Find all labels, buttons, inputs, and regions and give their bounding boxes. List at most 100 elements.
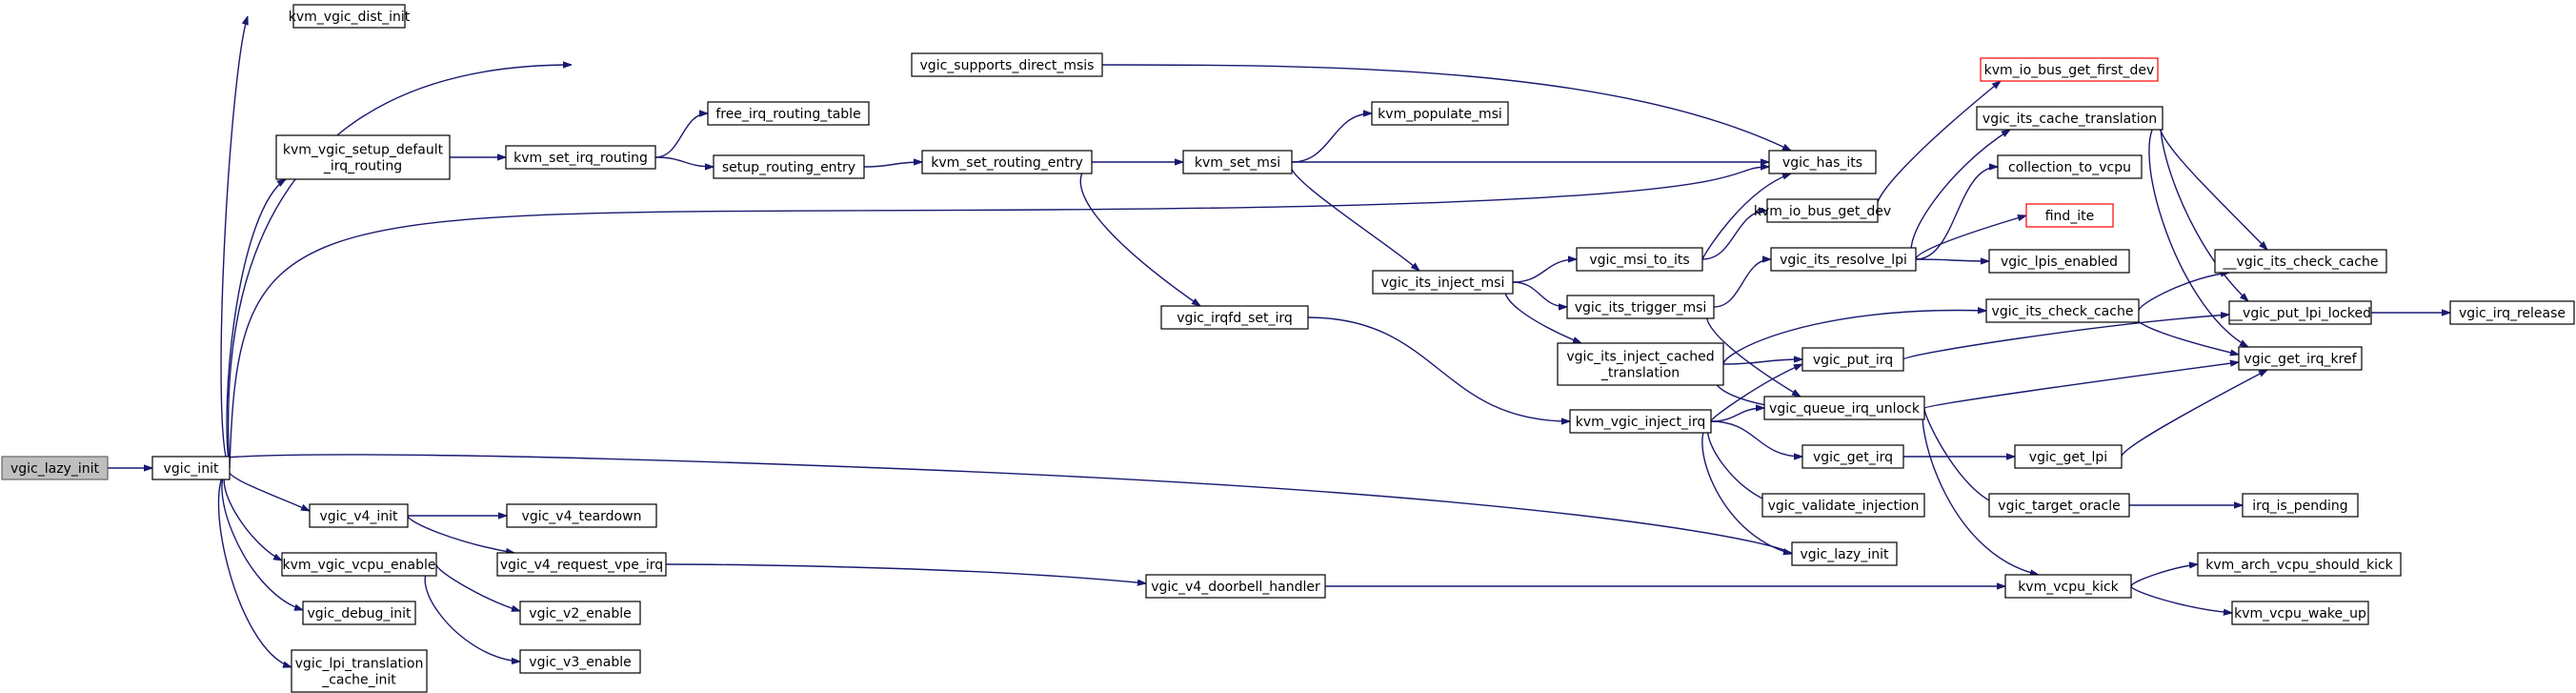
node-box <box>275 134 451 180</box>
edge-vgic_its_inject_cached_translation-to-vgic_put_irq <box>1722 359 1802 365</box>
node-vgic-lpis-enabled[interactable]: vgic_lpis_enabled <box>1988 249 2130 274</box>
edge-kvm_set_irq_routing-to-free_irq_routing_table <box>654 113 709 158</box>
edge-kvm_set_msi-to-kvm_populate_msi <box>1291 113 1372 163</box>
node-vgic-its-resolve-lpi[interactable]: vgic_its_resolve_lpi <box>1770 247 1917 272</box>
node-kvm-set-routing-entry[interactable]: kvm_set_routing_entry <box>921 150 1093 174</box>
node-vgic-init[interactable]: vgic_init <box>151 456 231 480</box>
node-kvm-io-bus-get-first-dev[interactable]: kvm_io_bus_get_first_dev <box>1980 57 2159 82</box>
node-box <box>1557 342 1724 386</box>
node-vgic-get-irq-kref[interactable]: vgic_get_irq_kref <box>2238 346 2363 371</box>
node-collection-to-vcpu[interactable]: collection_to_vcpu <box>1997 154 2143 179</box>
node-box <box>506 503 657 528</box>
node-kvm-vgic-setup-default-irq-routing[interactable]: kvm_vgic_setup_default_irq_routing <box>275 134 451 180</box>
node-label: irq_is_pending <box>2252 499 2347 514</box>
edge-vgic_init-to-kvm_vgic_dist_init <box>220 16 248 469</box>
edge-vgic_its_check_cache-to-vgic_its_check_cache_inner <box>2138 273 2229 312</box>
node-vgic-its-check-cache-inner[interactable]: __vgic_its_check_cache <box>2214 249 2387 274</box>
edge-vgic_get_lpi-to-vgic_get_irq_kref <box>2121 370 2267 458</box>
node-vgic-irq-release[interactable]: vgic_irq_release <box>2449 300 2575 325</box>
node-label: _translation <box>1600 366 1680 381</box>
node-vgic-debug-init[interactable]: vgic_debug_init <box>302 601 416 625</box>
node-box <box>1372 270 1514 295</box>
node-kvm-set-irq-routing[interactable]: kvm_set_irq_routing <box>505 145 656 170</box>
node-label: kvm_vcpu_wake_up <box>2234 606 2366 622</box>
node-box <box>911 52 1103 77</box>
node-layer: vgic_lazy_init vgic_init kvm_vgic_dist_ini… <box>1 4 2575 693</box>
node-label: _cache_init <box>321 673 396 688</box>
node-label: kvm_vgic_vcpu_enable <box>283 558 436 573</box>
node-kvm-vcpu-kick[interactable]: kvm_vcpu_kick <box>2004 574 2132 599</box>
node-box <box>1980 57 2159 82</box>
node-vgic-msi-to-its[interactable]: vgic_msi_to_its <box>1576 247 1703 272</box>
node-label: kvm_set_routing_entry <box>931 155 1082 171</box>
node-free-irq-routing-table[interactable]: free_irq_routing_table <box>707 101 870 126</box>
edge-vgic_init-to-vgic_lpi_translation_cache_init <box>217 467 292 668</box>
node-vgic-get-irq[interactable]: vgic_get_irq <box>1801 444 1904 469</box>
edge-vgic_init-to-kvm_vgic_setup_default_irq_routing <box>226 179 286 469</box>
node-box <box>921 150 1093 174</box>
node-kvm-io-bus-get-dev[interactable]: kvm_io_bus_get_dev <box>1754 198 1891 223</box>
edge-vgic_v4_init-to-vgic_v4_request_vpe_irq <box>407 515 514 553</box>
node-kvm-vgic-inject-irq[interactable]: kvm_vgic_inject_irq <box>1569 409 1712 434</box>
node-vgic-lpi-translation-cache-init[interactable]: vgic_lpi_translation_cache_init <box>291 649 428 693</box>
node-kvm-set-msi[interactable]: kvm_set_msi <box>1182 150 1293 174</box>
node-box <box>707 101 870 126</box>
node-kvm-populate-msi[interactable]: kvm_populate_msi <box>1371 101 1509 126</box>
node-vgic-put-irq[interactable]: vgic_put_irq <box>1801 347 1904 372</box>
node-vgic-its-inject-cached-translation[interactable]: vgic_its_inject_cached_translation <box>1557 342 1724 386</box>
edge-kvm_vcpu_kick-to-kvm_arch_vcpu_should_kick <box>2130 564 2198 587</box>
node-vgic-supports-direct-msis[interactable]: vgic_supports_direct_msis <box>911 52 1103 77</box>
node-vgic-v2-enable[interactable]: vgic_v2_enable <box>519 601 641 625</box>
node-vgic-its-check-cache[interactable]: vgic_its_check_cache <box>1985 298 2140 323</box>
node-box <box>292 4 406 29</box>
node-irq-is-pending[interactable]: irq_is_pending <box>2242 493 2359 518</box>
node-setup-routing-entry[interactable]: setup_routing_entry <box>713 154 865 179</box>
node-label: vgic_get_lpi <box>2029 450 2107 465</box>
node-vgic-put-lpi-locked[interactable]: __vgic_put_lpi_locked <box>2228 300 2372 325</box>
node-vgic-has-its[interactable]: vgic_has_its <box>1768 150 1877 174</box>
node-box <box>302 601 416 625</box>
node-vgic-irqfd-set-irq[interactable]: vgic_irqfd_set_irq <box>1160 305 1309 330</box>
node-label: vgic_debug_init <box>307 606 412 622</box>
edge-vgic_init-to-vgic_supports_direct_msis <box>227 65 572 469</box>
node-box <box>2214 249 2387 274</box>
node-vgic-queue-irq-unlock[interactable]: vgic_queue_irq_unlock <box>1763 396 1925 420</box>
node-vgic-validate-injection[interactable]: vgic_validate_injection <box>1761 493 1925 518</box>
node-vgic-v4-teardown[interactable]: vgic_v4_teardown <box>506 503 657 528</box>
node-vgic-v4-init[interactable]: vgic_v4_init <box>309 503 409 528</box>
node-kvm-vgic-dist-init[interactable]: kvm_vgic_dist_init <box>289 4 411 29</box>
edge-kvm_vgic_inject_irq-to-vgic_put_irq <box>1710 363 1802 422</box>
node-kvm-vgic-vcpu-enable[interactable]: kvm_vgic_vcpu_enable <box>281 552 437 577</box>
edge-kvm_io_bus_get_dev-to-kvm_io_bus_get_first_dev <box>1876 81 2001 212</box>
edge-vgic_its_resolve_lpi-to-vgic_its_cache_translation <box>1910 130 2010 260</box>
node-vgic-get-lpi[interactable]: vgic_get_lpi <box>2014 444 2123 469</box>
node-box <box>151 456 231 480</box>
node-vgic-v4-request-vpe-irq[interactable]: vgic_v4_request_vpe_irq <box>496 552 667 577</box>
node-box <box>1985 298 2140 323</box>
edge-vgic_irqfd_set_irq-to-kvm_vgic_inject_irq <box>1307 316 1570 421</box>
node-box <box>1569 409 1712 434</box>
node-label: kvm_vcpu_kick <box>2018 580 2119 595</box>
node-box <box>2231 601 2369 625</box>
node-label: vgic_v2_enable <box>529 606 631 622</box>
node-vgic-target-oracle[interactable]: vgic_target_oracle <box>1988 493 2130 518</box>
node-vgic-its-trigger-msi[interactable]: vgic_its_trigger_msi <box>1566 295 1715 319</box>
node-find-ite[interactable]: find_ite <box>2025 203 2114 228</box>
node-kvm-vcpu-wake-up[interactable]: kvm_vcpu_wake_up <box>2231 601 2369 625</box>
node-label: free_irq_routing_table <box>715 107 860 122</box>
node-label: vgic_msi_to_its <box>1589 253 1689 268</box>
node-vgic-its-cache-translation[interactable]: vgic_its_cache_translation <box>1976 106 2163 131</box>
node-label: vgic_v3_enable <box>529 655 631 670</box>
node-vgic-its-inject-msi[interactable]: vgic_its_inject_msi <box>1372 270 1514 295</box>
node-box <box>1766 198 1879 223</box>
node-vgic-lazy-init[interactable]: vgic_lazy_init <box>1791 541 1898 566</box>
edge-vgic_supports_direct_msis-to-vgic_has_its <box>1101 64 1791 152</box>
edge-vgic_queue_irq_unlock-to-kvm_vcpu_kick <box>1922 407 2039 575</box>
node-vgic-v3-enable[interactable]: vgic_v3_enable <box>519 649 641 674</box>
node-kvm-arch-vcpu-should-kick[interactable]: kvm_arch_vcpu_should_kick <box>2197 552 2402 577</box>
node-label: vgic_v4_teardown <box>522 509 642 524</box>
edge-vgic_its_resolve_lpi-to-vgic_lpis_enabled <box>1915 259 1989 261</box>
node-label: vgic_has_its <box>1782 155 1862 171</box>
edge-vgic_msi_to_its-to-kvm_io_bus_get_dev <box>1701 211 1767 260</box>
node-vgic-v4-doorbell-handler[interactable]: vgic_v4_doorbell_handler <box>1145 574 1326 599</box>
